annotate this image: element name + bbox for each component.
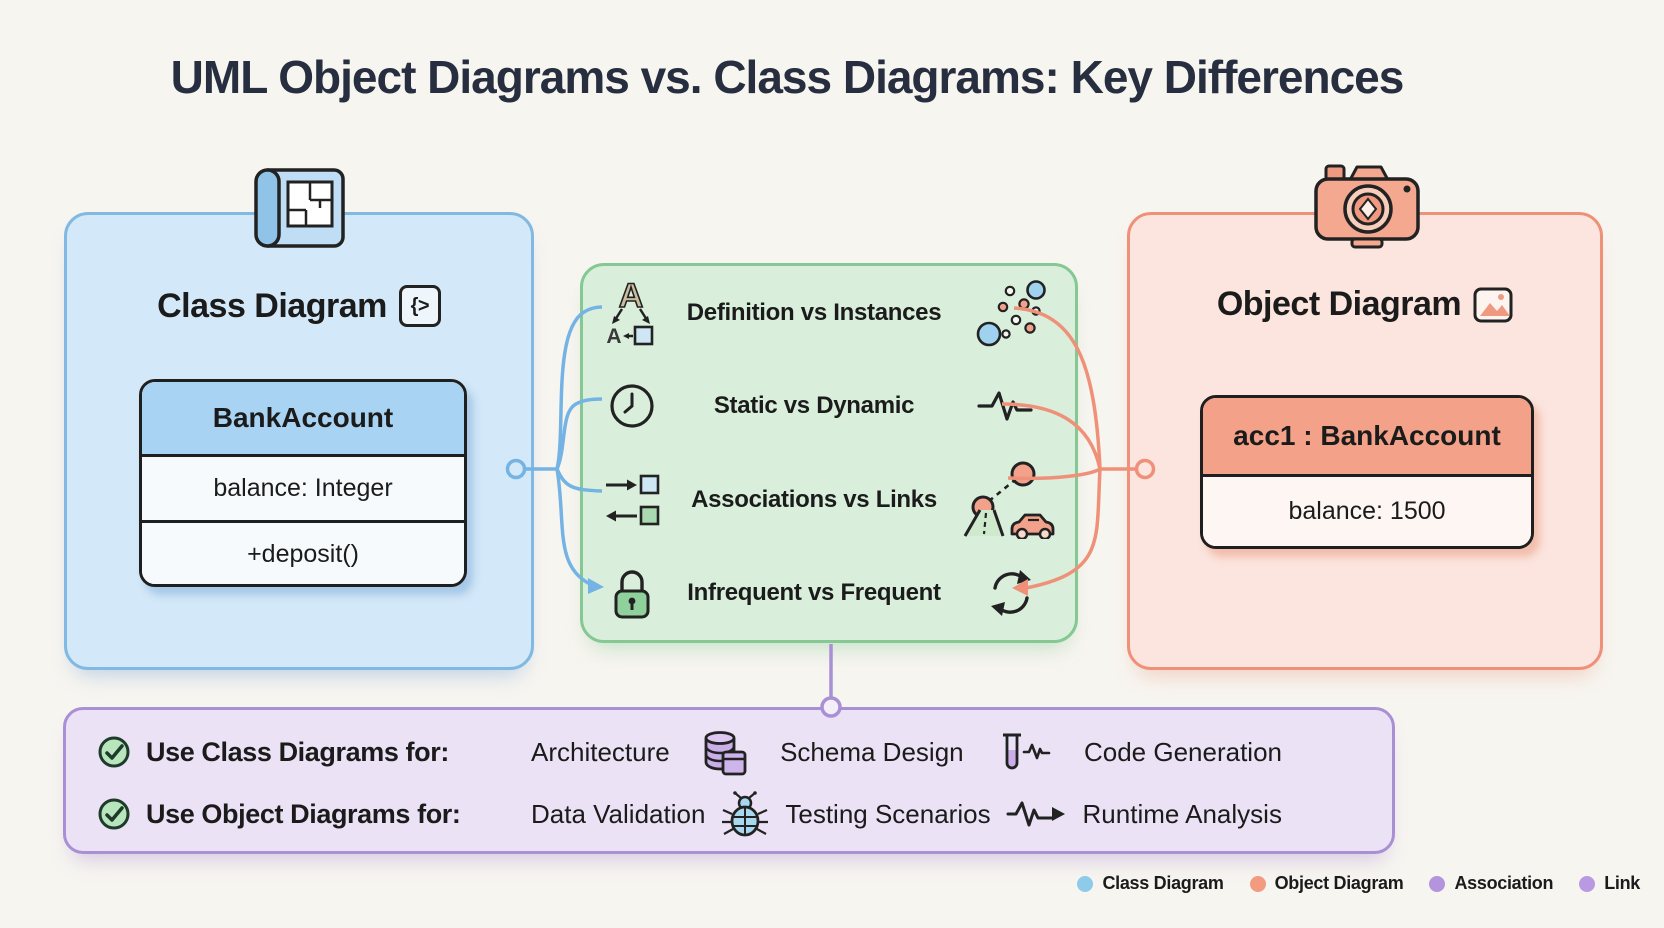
usage-label: Use Object Diagrams for: <box>146 798 461 829</box>
camera-icon <box>1314 164 1420 249</box>
code-icon: {> <box>398 285 441 327</box>
pulse-arrow-icon <box>1006 796 1068 832</box>
comparison-row-definition: A A Definition vs Instances <box>597 266 1061 360</box>
waveform-icon <box>961 386 1061 426</box>
object-panel-title-text: Object Diagram <box>1216 285 1462 323</box>
bug-icon <box>720 790 770 838</box>
linked-objects-icon <box>961 461 1061 539</box>
refresh-icon <box>961 565 1061 621</box>
picture-icon <box>1473 287 1513 322</box>
testtube-icon <box>996 730 1052 774</box>
object-box-header: acc1 : BankAccount <box>1203 398 1531 477</box>
lock-icon <box>597 566 667 620</box>
usage-item: Runtime Analysis <box>1082 798 1282 829</box>
legend-dot-association <box>1429 875 1446 892</box>
legend-dot-link <box>1579 875 1596 892</box>
class-panel-title-text: Class Diagram <box>157 286 387 325</box>
class-uml-box: BankAccount balance: Integer +deposit() <box>139 379 467 587</box>
usage-panel: Use Class Diagrams for: Architecture Sch… <box>63 707 1395 854</box>
usage-label: Use Class Diagrams for: <box>146 736 449 767</box>
page-title: UML Object Diagrams vs. Class Diagrams: … <box>170 51 1405 103</box>
comparison-label: Definition vs Instances <box>686 298 942 326</box>
svg-text:A: A <box>606 325 621 347</box>
usage-row-object: Use Object Diagrams for: Data Validation… <box>96 783 1392 845</box>
comparison-panel: A A Definition vs Instances <box>580 263 1078 643</box>
usage-item: Code Generation <box>1083 736 1282 767</box>
comparison-row-frequency: Infrequent vs Frequent <box>597 547 1061 641</box>
legend-item-class: Class Diagram <box>1077 873 1224 894</box>
database-icon <box>702 728 748 776</box>
object-diagram-panel: Object Diagram acc1 : BankAccount balanc… <box>1127 212 1603 670</box>
class-box-method: +deposit() <box>142 523 464 584</box>
comparison-row-static: Static vs Dynamic <box>597 360 1061 454</box>
usage-item: Schema Design <box>780 736 964 767</box>
class-box-attribute: balance: Integer <box>142 457 464 523</box>
usage-item: Data Validation <box>531 798 706 829</box>
association-arrows-icon <box>597 472 667 528</box>
comparison-label: Associations vs Links <box>691 485 937 513</box>
legend-item-link: Link <box>1579 873 1640 894</box>
blueprint-icon <box>254 168 345 248</box>
comparison-label: Static vs Dynamic <box>713 392 915 420</box>
instances-dots-icon <box>961 278 1061 348</box>
clock-icon <box>597 381 667 431</box>
class-panel-title: Class Diagram {> <box>67 285 531 327</box>
legend-item-object: Object Diagram <box>1249 873 1404 894</box>
usage-connector <box>820 644 842 718</box>
legend: Class Diagram Object Diagram Association… <box>1077 873 1640 894</box>
usage-item: Architecture <box>531 736 670 767</box>
legend-dot-class <box>1077 875 1094 892</box>
object-panel-title: Object Diagram <box>1130 285 1600 324</box>
check-icon <box>96 796 132 832</box>
object-box-attribute: balance: 1500 <box>1203 477 1531 546</box>
class-definition-icon: A A <box>597 279 667 347</box>
legend-item-association: Association <box>1429 873 1553 894</box>
class-diagram-panel: Class Diagram {> BankAccount balance: In… <box>64 212 534 670</box>
legend-dot-object <box>1249 875 1266 892</box>
check-icon <box>96 734 132 770</box>
class-box-header: BankAccount <box>142 382 464 457</box>
object-uml-box: acc1 : BankAccount balance: 1500 <box>1200 395 1534 549</box>
comparison-label: Infrequent vs Frequent <box>687 579 941 607</box>
comparison-row-associations: Associations vs Links <box>597 453 1061 547</box>
usage-row-class: Use Class Diagrams for: Architecture Sch… <box>96 721 1392 783</box>
usage-item: Testing Scenarios <box>785 798 991 829</box>
